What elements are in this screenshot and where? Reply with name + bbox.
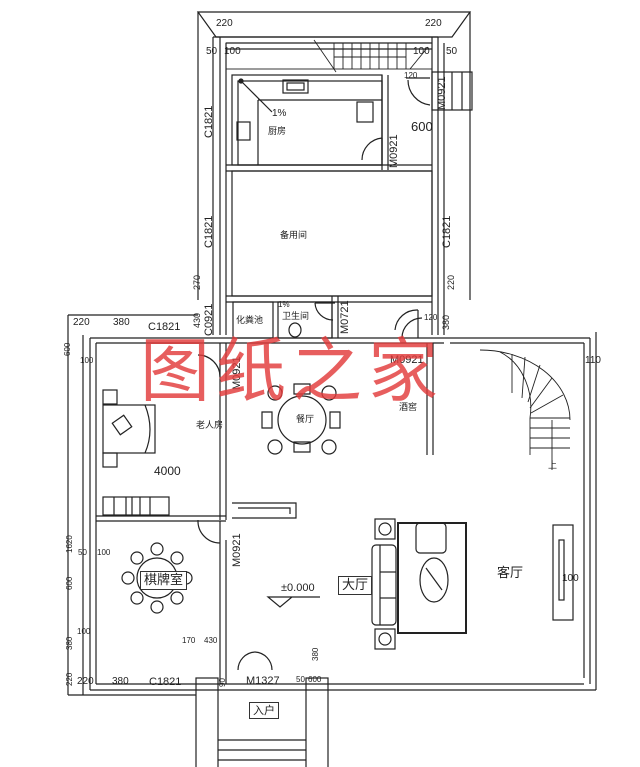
stair-up-marker: 上 (548, 460, 557, 471)
watermark: 图纸之家 (140, 330, 444, 412)
door-code-chess: M0921 (231, 533, 243, 567)
dim-left-430: 430 (192, 312, 202, 328)
dim-chess-1620: 1620 (65, 535, 74, 553)
room-label-entrance: 入户 (249, 702, 279, 719)
dim-entry-430: 430 (204, 636, 218, 645)
dim-chess-100: 100 (97, 548, 111, 557)
dim-sw-220: 220 (77, 676, 94, 687)
room-label-hall: 大厅 (338, 576, 373, 595)
dim-entry-380: 380 (311, 647, 320, 661)
room-label-spare-room: 备用间 (280, 231, 308, 241)
spiral-stair (479, 349, 571, 470)
dim-right-380: 380 (441, 314, 451, 330)
dim-nw-380: 380 (113, 317, 130, 328)
dim-entry-50: 50 (296, 675, 305, 684)
kitchen-walls (226, 74, 432, 172)
dim-right-120: 120 (424, 313, 438, 322)
slope-bath: 1% (278, 300, 290, 309)
dim-chess-50: 50 (78, 548, 87, 557)
dim-chess-600: 600 (65, 576, 74, 590)
room-label-dining: 餐厅 (296, 415, 315, 425)
door-code-main: M1327 (246, 675, 280, 687)
room-label-wine: 酒窖 (399, 403, 418, 413)
dim-east-100: 100 (562, 573, 579, 584)
dim-sw-380b: 380 (112, 676, 129, 687)
elevation-label: ±0.000 (281, 582, 315, 594)
door-code-side: M0921 (436, 76, 448, 110)
dim-top-left: 220 (216, 18, 233, 29)
room-label-elderly: 老人房 (196, 421, 224, 431)
elevation-symbol (266, 596, 320, 608)
dim-right-220: 220 (446, 274, 456, 290)
dim-left-270: 270 (192, 274, 202, 290)
window-code-kitchen: C1821 (203, 105, 215, 138)
dim-entry-90: 90 (218, 678, 227, 687)
dining-table (261, 383, 341, 455)
dim-entry-600: 600 (308, 675, 322, 684)
dim-sw-220v: 220 (65, 672, 74, 686)
door-code-kitchen: M0921 (388, 134, 400, 168)
slope-kitchen: 1% (272, 108, 287, 119)
window-code-chess: C1821 (149, 676, 182, 688)
room-label-septic-tank: 化粪池 (236, 316, 264, 326)
entrance-porch (195, 651, 329, 767)
dim-top-right-50: 50 (446, 46, 458, 57)
dim-nw-220: 220 (73, 317, 90, 328)
dim-top-left-50: 50 (206, 46, 218, 57)
dim-nw-100: 100 (80, 356, 94, 365)
door-code-hall: M0921 (390, 354, 424, 366)
dim-top-left-100: 100 (224, 46, 241, 57)
window-code-spare-east: C1821 (441, 215, 453, 248)
dim-ne-110: 110 (585, 355, 601, 366)
dim-sw-380: 380 (65, 636, 74, 650)
room-label-bathroom: 卫生间 (282, 312, 310, 322)
dim-top-right-100: 100 (413, 46, 430, 57)
dim-entry-170: 170 (182, 636, 196, 645)
door-code-bathroom: M0721 (339, 300, 351, 334)
room-label-living: 客厅 (497, 566, 524, 581)
room-label-kitchen: 厨房 (268, 127, 287, 137)
dim-door-120: 120 (404, 71, 418, 80)
dim-top-right: 220 (425, 18, 442, 29)
sofa-set (371, 518, 467, 650)
wardrobe (102, 496, 170, 516)
spare-room-walls (226, 170, 433, 303)
top-stair (225, 39, 433, 73)
room-label-chess: 棋牌室 (140, 571, 188, 590)
bed (102, 389, 156, 468)
tv-stand (552, 524, 574, 621)
window-code-elderly: C1821 (148, 321, 181, 333)
main-body-walls (67, 314, 597, 696)
dim-room-width: 4000 (154, 464, 181, 478)
dim-chess-100b: 100 (77, 627, 91, 636)
dim-600: 600 (411, 119, 433, 134)
window-code-spare-west: C1821 (203, 215, 215, 248)
dim-nw-600: 600 (63, 342, 72, 356)
